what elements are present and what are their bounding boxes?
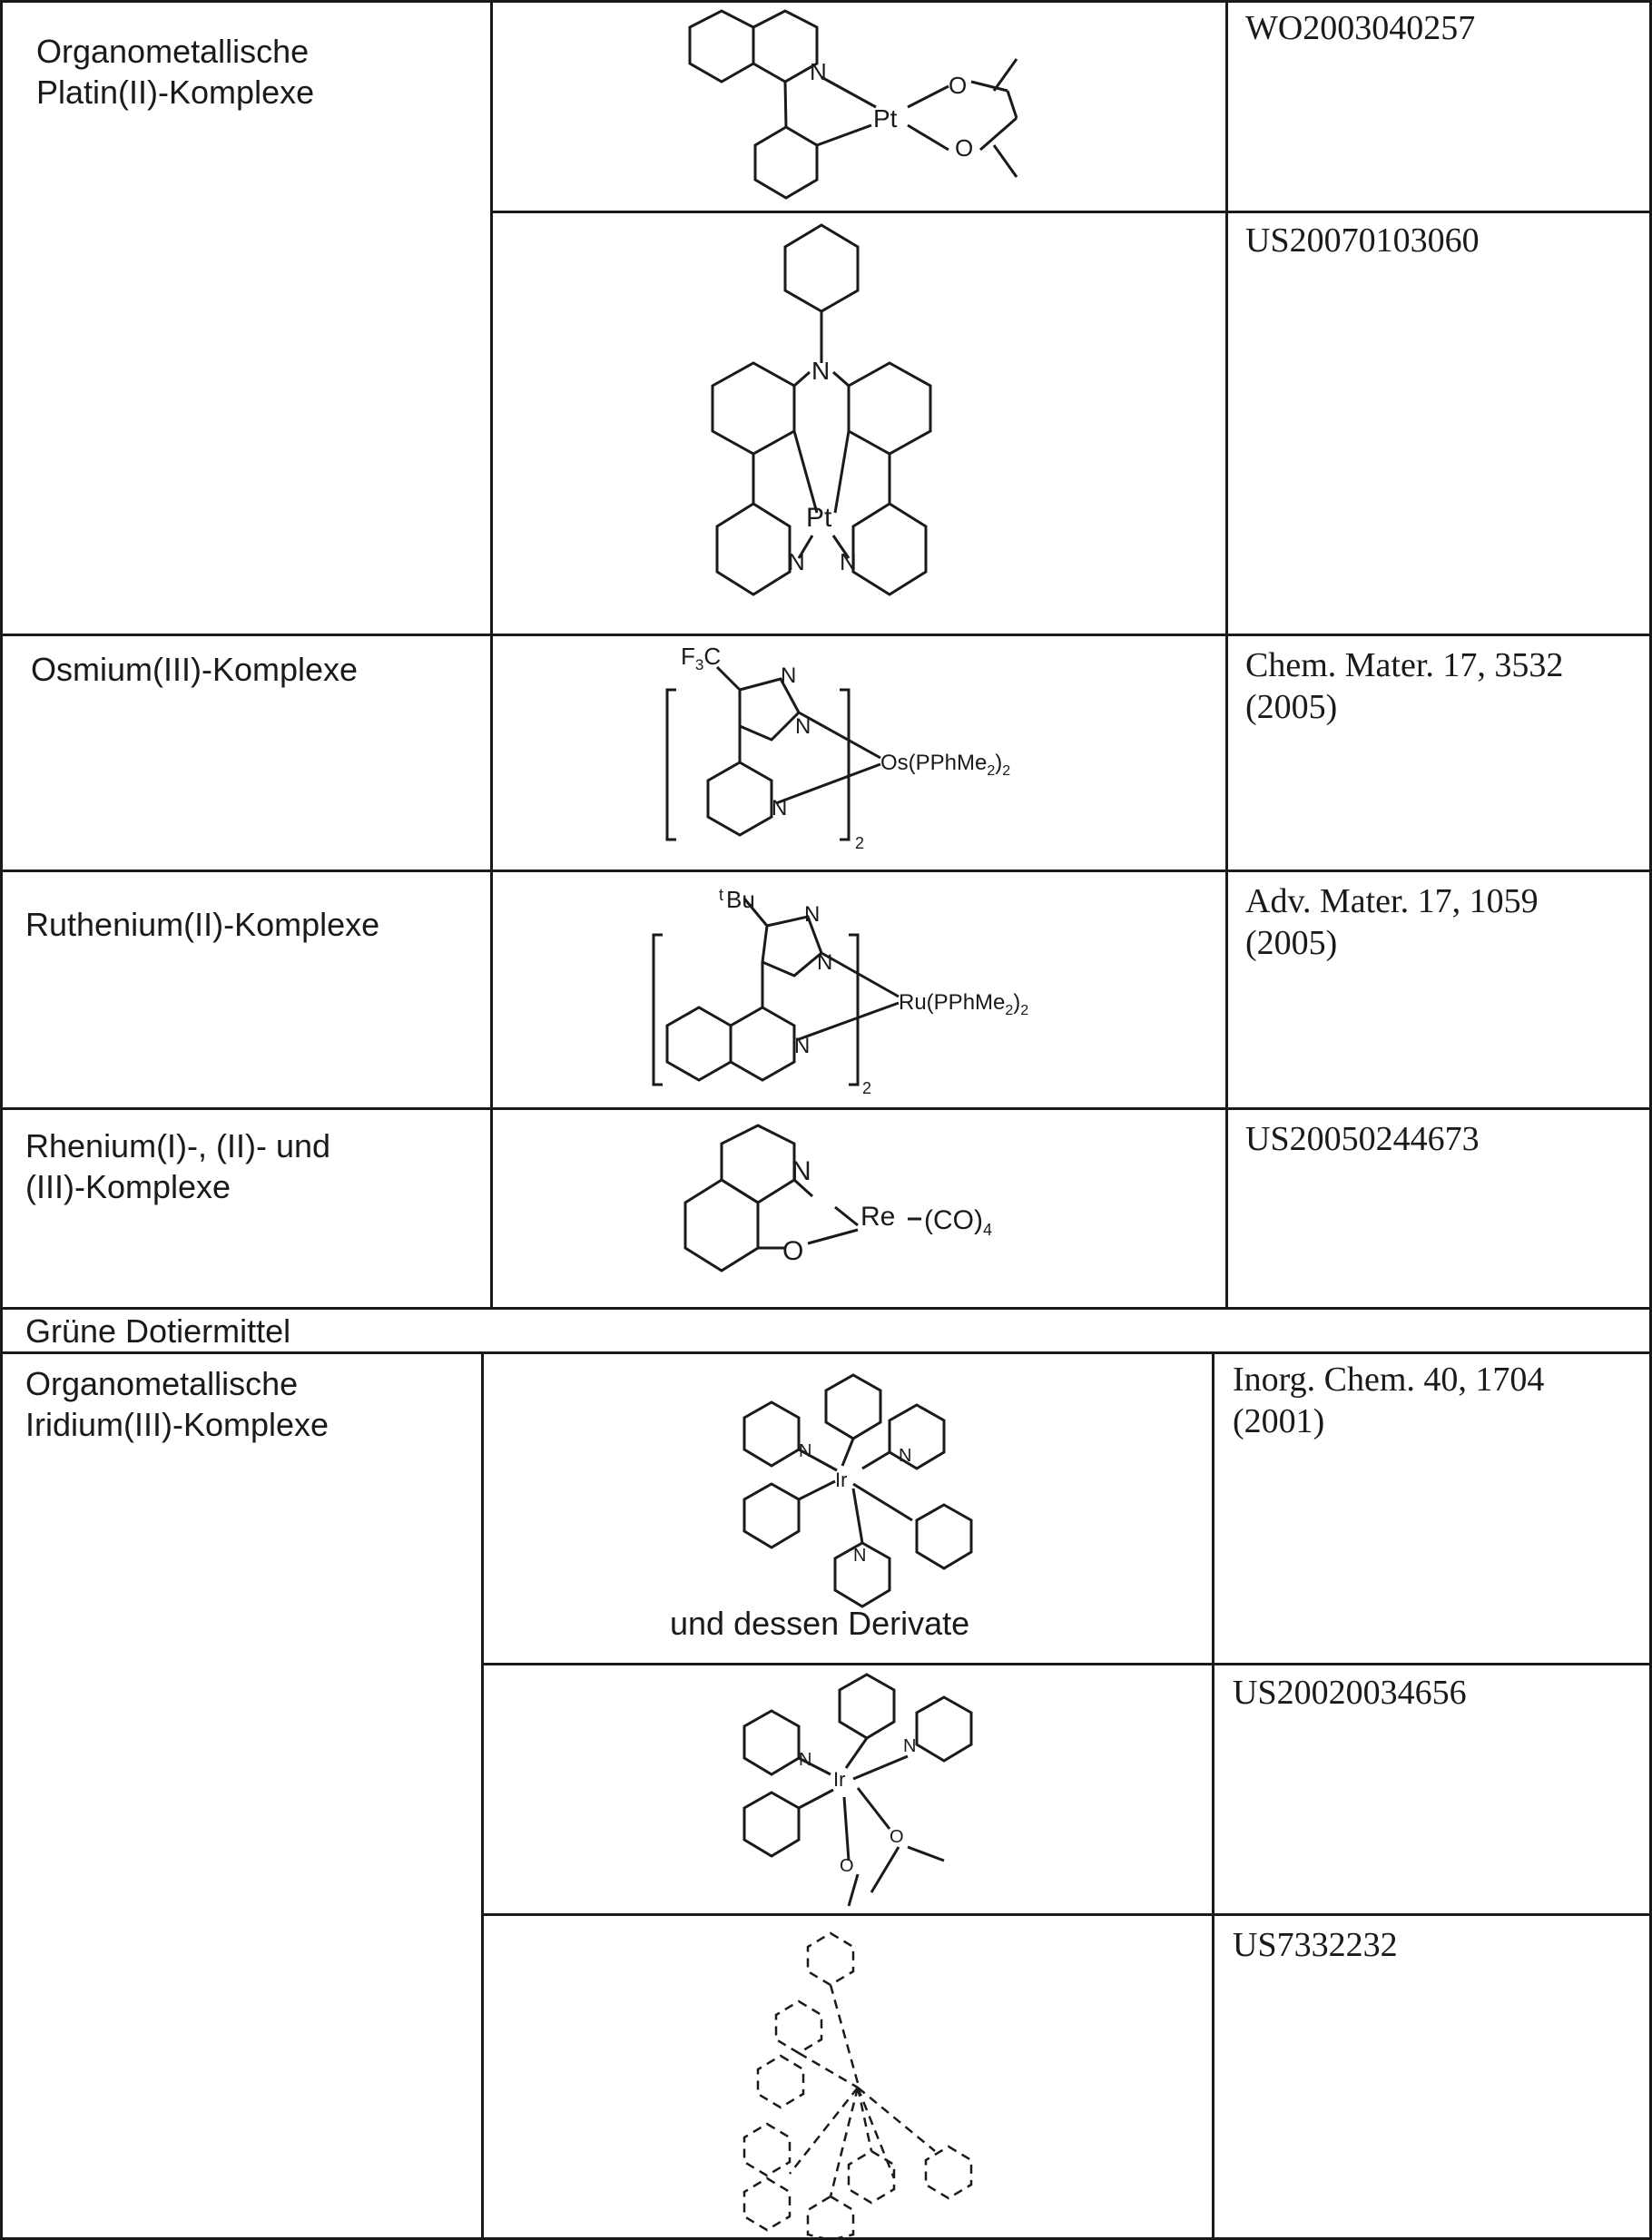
- structure-re-complex: N Re (CO)4 O: [685, 1125, 992, 1271]
- atom-label: Pt: [806, 503, 832, 533]
- atom-label: Bu: [726, 886, 755, 913]
- structure-pt-acac: N Pt O O: [690, 11, 1017, 198]
- structure-pt-tetradentate: N Pt N N: [713, 225, 930, 594]
- structure-ru-complex: t Bu N N N Ru(PPhMe2)2 2: [654, 886, 1028, 1097]
- atom-label: O: [782, 1236, 803, 1266]
- atom-label: Ir: [835, 1469, 847, 1491]
- atom-label: N: [799, 1750, 811, 1770]
- atom-label: N: [810, 58, 827, 85]
- atom-label: N: [794, 1034, 810, 1058]
- atom-label: 2: [862, 1079, 871, 1097]
- atom-label: N: [840, 548, 857, 575]
- atom-label: O: [949, 72, 967, 99]
- atom-label: 2: [855, 834, 864, 852]
- atom-label: F3C: [681, 643, 721, 673]
- atom-label: N: [804, 902, 820, 927]
- atom-label: N: [853, 1546, 866, 1566]
- structure-ir-dendritic: [744, 1933, 971, 2240]
- atom-label: O: [955, 134, 973, 162]
- atom-label: N: [795, 714, 811, 739]
- atom-label: N: [817, 950, 832, 975]
- atom-label: N: [903, 1736, 916, 1756]
- atom-label: t: [719, 886, 723, 904]
- structure-os-complex: F3C N N N Os(PPhMe2)2 2: [667, 643, 1010, 852]
- atom-label: N: [772, 796, 787, 820]
- atom-label: Pt: [873, 104, 898, 133]
- atom-label: Ir: [833, 1768, 845, 1791]
- atom-label: N: [792, 1156, 811, 1186]
- atom-label: N: [899, 1446, 911, 1466]
- atom-label: N: [781, 663, 796, 688]
- atom-label: Os(PPhMe2)2: [880, 751, 1010, 779]
- atom-label: O: [840, 1856, 854, 1876]
- atom-label: Re: [860, 1202, 895, 1232]
- atom-label: O: [890, 1827, 904, 1847]
- structure-ir-acac: Ir N N O O: [744, 1675, 971, 1906]
- atom-label: N: [811, 357, 830, 385]
- atom-label: N: [788, 548, 805, 575]
- atom-label: (CO)4: [924, 1205, 992, 1239]
- structure-ir-ppy3: Ir N N N: [744, 1375, 971, 1606]
- atom-label: Ru(PPhMe2)2: [899, 990, 1028, 1018]
- atom-label: N: [799, 1441, 811, 1461]
